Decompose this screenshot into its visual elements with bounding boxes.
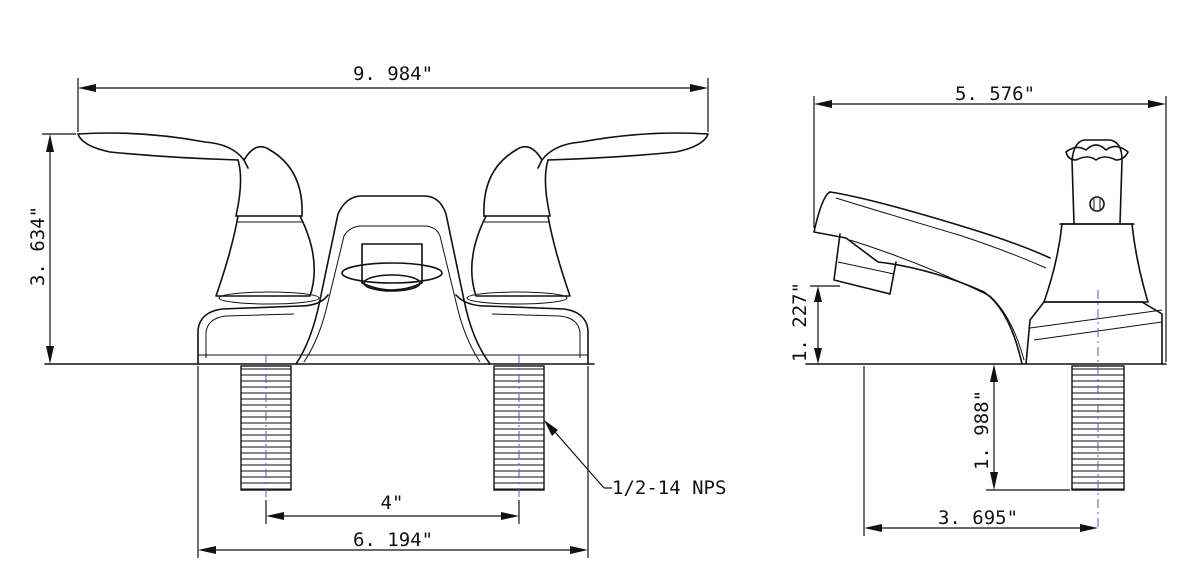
- base-width-label: 6. 194": [353, 529, 433, 551]
- front-view: [44, 132, 709, 500]
- thread-callout-label: 1/2-14 NPS: [612, 477, 726, 499]
- shank-length-label: 1. 988": [971, 390, 993, 470]
- spout-height-label: 1. 227": [789, 282, 811, 362]
- front-dimensions: 9. 984" 3. 634" 4" 6. 194" 1/2-14 NPS: [27, 63, 726, 558]
- spout-reach-label: 3. 695": [938, 507, 1018, 529]
- overall-height-label: 3. 634": [27, 206, 49, 286]
- side-view: [805, 139, 1167, 530]
- side-dimensions: 5. 576" 1. 227" 1. 988" 3. 695": [789, 83, 1167, 536]
- overall-depth-label: 5. 576": [955, 83, 1035, 105]
- center-spacing-label: 4": [381, 492, 404, 514]
- overall-width-label: 9. 984": [353, 63, 433, 85]
